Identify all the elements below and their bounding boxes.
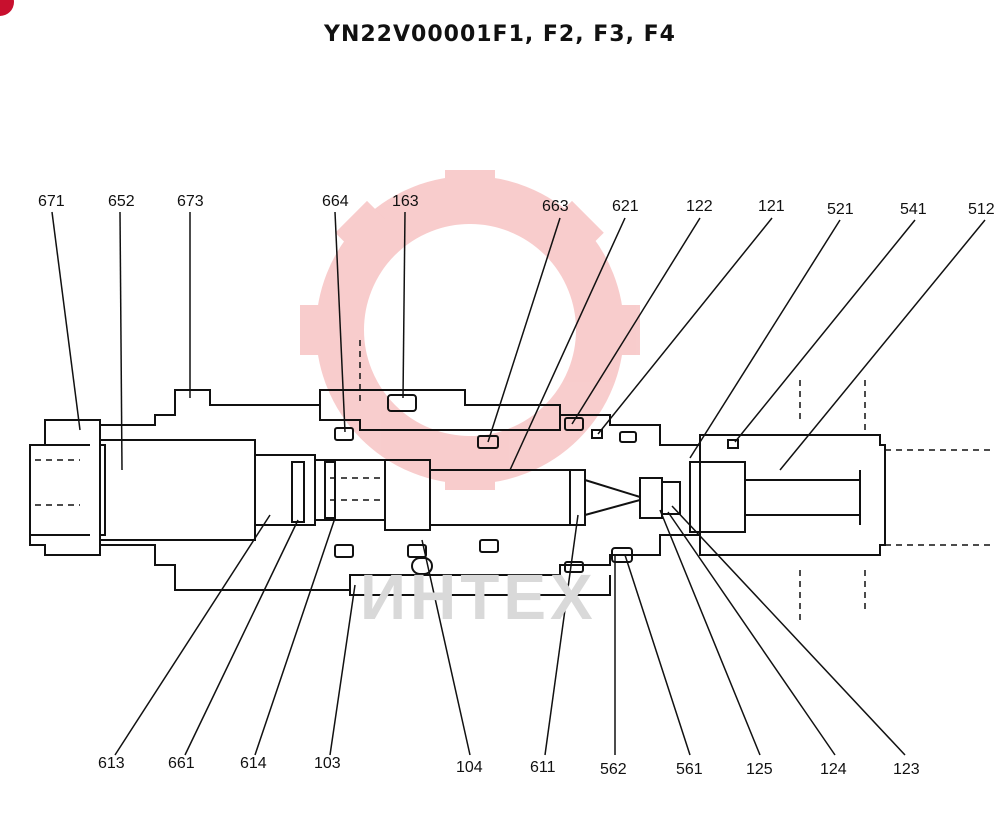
label-521: 521 <box>827 201 854 218</box>
label-541: 541 <box>900 201 927 218</box>
label-163: 163 <box>392 193 419 210</box>
label-562: 562 <box>600 761 627 778</box>
label-652: 652 <box>108 193 135 210</box>
label-124: 124 <box>820 761 847 778</box>
label-512: 512 <box>968 201 995 218</box>
label-104: 104 <box>456 759 483 776</box>
bottom-labels: 613 661 614 103 104 611 562 561 125 124 … <box>98 755 920 778</box>
label-103: 103 <box>314 755 341 772</box>
page-title: YN22V00001F1, F2, F3, F4 <box>324 22 676 47</box>
label-614: 614 <box>240 755 267 772</box>
watermark-gear <box>300 170 640 490</box>
label-122: 122 <box>686 198 713 215</box>
hidden-lines <box>35 340 990 620</box>
watermark-text: ИНТЕХ <box>360 561 597 633</box>
label-123: 123 <box>893 761 920 778</box>
label-121: 121 <box>758 198 785 215</box>
top-labels: 671 652 673 664 163 663 621 122 121 521 … <box>38 193 995 218</box>
label-664: 664 <box>322 193 349 210</box>
leader-lines <box>51 211 986 756</box>
label-613: 613 <box>98 755 125 772</box>
label-673: 673 <box>177 193 204 210</box>
seals <box>334 394 739 575</box>
label-125: 125 <box>746 761 773 778</box>
label-611: 611 <box>530 759 556 776</box>
label-661: 661 <box>168 755 195 772</box>
label-561: 561 <box>676 761 703 778</box>
label-671: 671 <box>38 193 65 210</box>
label-663: 663 <box>542 198 569 215</box>
label-621: 621 <box>612 198 639 215</box>
